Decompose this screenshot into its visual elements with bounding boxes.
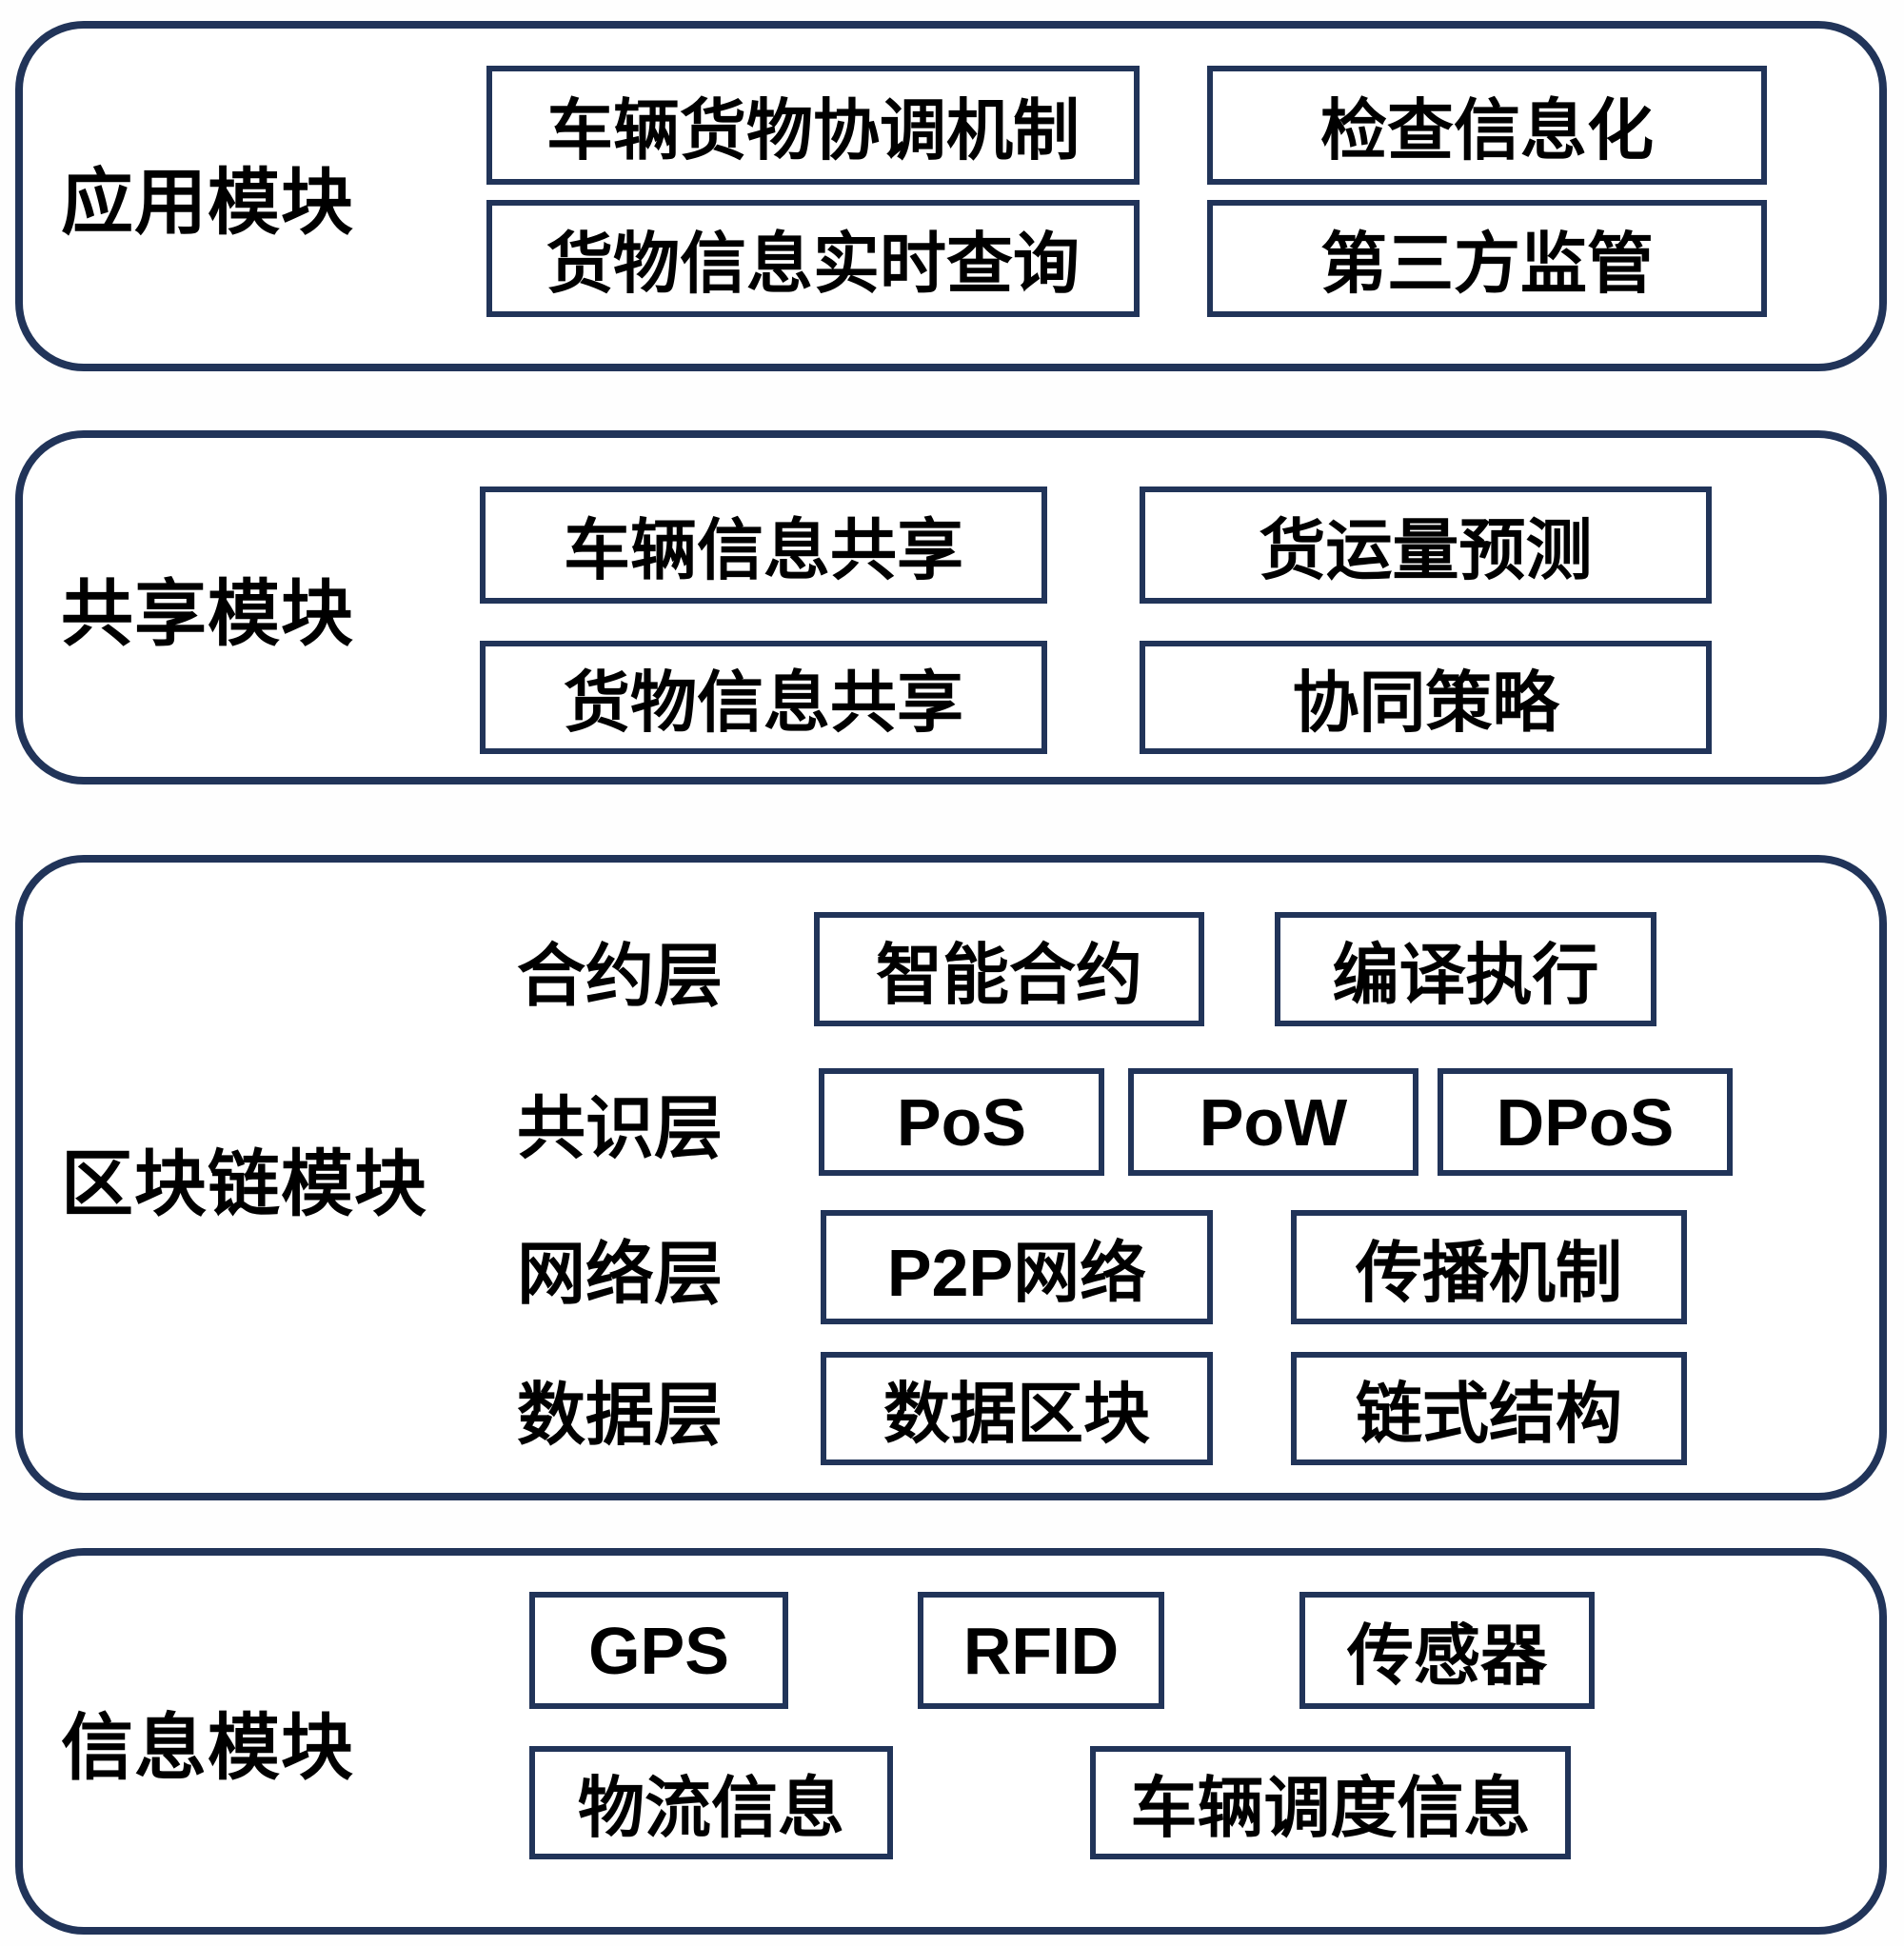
- box-cargo-info-realtime-query: 货物信息实时查询: [486, 200, 1140, 317]
- module-label: 应用模块: [61, 163, 354, 244]
- module-application: 应用模块 车辆货物协调机制 检查信息化 货物信息实时查询 第三方监管: [15, 21, 1887, 371]
- module-label: 区块链模块: [61, 1144, 427, 1225]
- module-information: 信息模块 GPS RFID 传感器 物流信息 车辆调度信息: [15, 1548, 1887, 1935]
- box-compile-execute: 编译执行: [1275, 912, 1656, 1026]
- box-rfid: RFID: [918, 1592, 1164, 1709]
- box-pow: PoW: [1128, 1068, 1418, 1176]
- layer-label-consensus: 共识层: [517, 1091, 724, 1167]
- module-label: 共享模块: [61, 574, 354, 655]
- box-vehicle-info-sharing: 车辆信息共享: [480, 486, 1047, 604]
- box-propagation-mechanism: 传播机制: [1291, 1210, 1687, 1324]
- module-sharing: 共享模块 车辆信息共享 货运量预测 货物信息共享 协同策略: [15, 430, 1887, 784]
- layer-label-data: 数据层: [517, 1378, 724, 1454]
- box-collaboration-strategy: 协同策略: [1140, 641, 1712, 754]
- box-pos: PoS: [819, 1068, 1104, 1176]
- box-cargo-info-sharing: 货物信息共享: [480, 641, 1047, 754]
- box-gps: GPS: [529, 1592, 788, 1709]
- box-sensor: 传感器: [1299, 1592, 1595, 1709]
- box-inspection-informatization: 检查信息化: [1207, 66, 1767, 185]
- layer-label-contract: 合约层: [517, 938, 724, 1015]
- box-data-block: 数据区块: [821, 1352, 1213, 1465]
- box-p2p-network: P2P网络: [821, 1210, 1213, 1324]
- box-freight-volume-forecast: 货运量预测: [1140, 486, 1712, 604]
- box-third-party-supervision: 第三方监管: [1207, 200, 1767, 317]
- layer-label-network: 网络层: [517, 1236, 724, 1313]
- box-chain-structure: 链式结构: [1291, 1352, 1687, 1465]
- module-blockchain: 区块链模块 合约层 智能合约 编译执行 共识层 PoS PoW DPoS 网络层…: [15, 855, 1887, 1500]
- box-smart-contract: 智能合约: [814, 912, 1204, 1026]
- module-label: 信息模块: [61, 1708, 354, 1789]
- box-vehicle-cargo-coordination-mechanism: 车辆货物协调机制: [486, 66, 1140, 185]
- box-logistics-info: 物流信息: [529, 1746, 893, 1859]
- box-dpos: DPoS: [1438, 1068, 1733, 1176]
- box-vehicle-dispatch-info: 车辆调度信息: [1090, 1746, 1571, 1859]
